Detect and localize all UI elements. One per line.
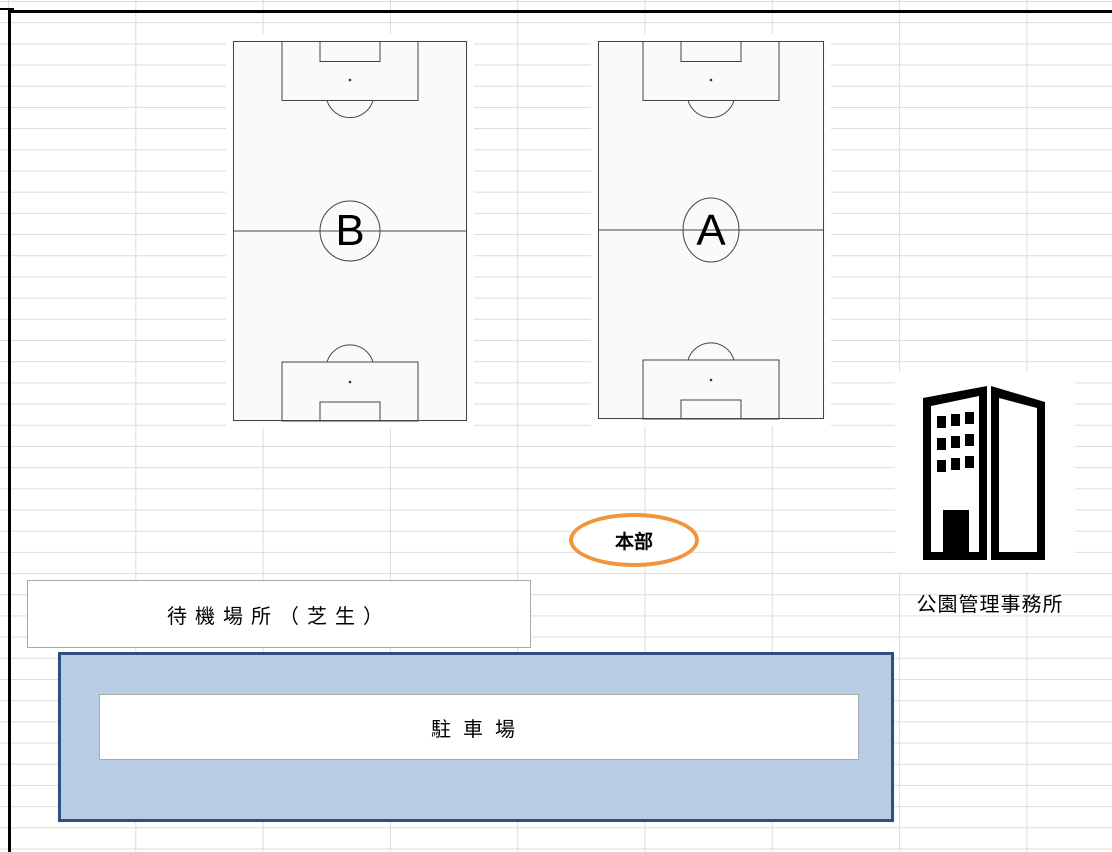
headquarters-marker: 本部 <box>569 513 699 567</box>
waiting-area: 待機場所（芝生） <box>27 580 531 648</box>
parking-area: 駐車場 <box>58 652 894 822</box>
waiting-area-label: 待機場所（芝生） <box>167 603 391 628</box>
soccer-field-b-lines <box>233 41 467 422</box>
office-building-icon <box>895 372 1075 572</box>
park-office-label: 公園管理事務所 <box>916 592 1064 616</box>
parking-label: 駐車場 <box>431 716 527 741</box>
corner-mark <box>0 0 14 10</box>
map-frame-top <box>8 10 1112 13</box>
soccer-field-a: A <box>597 40 825 420</box>
parking-label-box: 駐車場 <box>99 694 859 760</box>
headquarters-label: 本部 <box>614 530 653 553</box>
field-b-label: B <box>335 206 365 255</box>
soccer-field-a-lines <box>598 41 824 420</box>
soccer-field-b: B <box>232 40 468 422</box>
field-a-label: A <box>696 206 726 255</box>
map-frame-left <box>8 10 11 852</box>
